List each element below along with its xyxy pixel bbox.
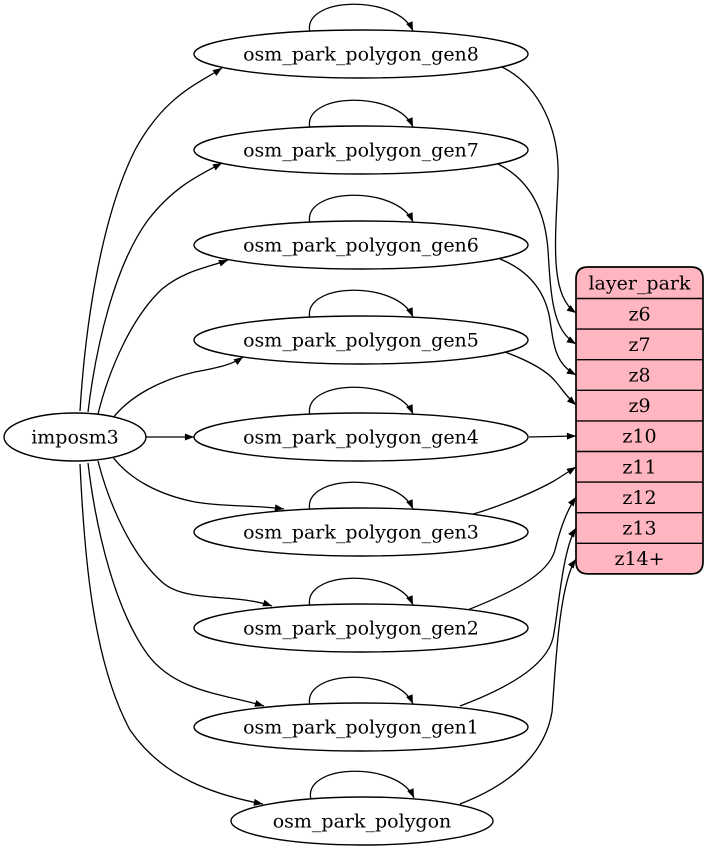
edge-imposm3-to-osm-park-polygon-gen2 [97,460,273,607]
node-osm-park-polygon-gen2: osm_park_polygon_gen2 [193,603,529,653]
edge-osm-park-polygon-gen4-to-z10 [528,432,577,440]
node-label-imposm3: imposm3 [31,427,119,449]
node-shape-osm-park-polygon-gen4 [193,412,529,462]
edge-imposm3-to-osm-park-polygon-gen7 [87,162,223,413]
edge-imposm3-to-osm-park-polygon [79,463,264,806]
self-loop-osm-park-polygon-gen3 [308,481,414,512]
edge-imposm3-to-osm-park-polygon-gen6 [97,259,229,415]
edge-osm-park-polygon-gen2-to-z12 [464,496,577,612]
node-label-osm-park-polygon-gen1: osm_park_polygon_gen1 [243,717,479,739]
node-imposm3: imposm3 [3,412,147,462]
node-label-osm-park-polygon-gen4: osm_park_polygon_gen4 [243,427,479,449]
layer-row-z12: z12 [622,487,656,509]
node-osm-park-polygon-gen3: osm_park_polygon_gen3 [193,507,529,557]
layer-row-z13: z13 [622,518,656,540]
edge-imposm3-to-osm-park-polygon-gen1 [87,462,265,707]
edge-osm-park-polygon-gen7-to-z7 [497,163,577,345]
self-loop-osm-park-polygon-gen5 [308,289,414,320]
node-shape-osm-park-polygon-gen1 [193,702,529,752]
layer-row-z11: z11 [622,456,656,478]
node-label-osm-park-polygon-gen3: osm_park_polygon_gen3 [243,522,479,544]
edge-osm-park-polygon-gen6-to-z8 [499,258,577,376]
node-osm-park-polygon-gen7: osm_park_polygon_gen7 [193,125,529,175]
self-loop-osm-park-polygon-gen2 [308,577,414,608]
node-shape-osm-park-polygon-gen5 [193,315,529,365]
layer-row-z8: z8 [628,365,650,387]
self-loop-osm-park-polygon-gen4 [308,386,414,417]
layer-row-z7: z7 [628,334,650,356]
self-loop-osm-park-polygon-gen7 [308,99,414,130]
edge-osm-park-polygon-gen3-to-z11 [469,466,577,516]
node-osm-park-polygon-gen1: osm_park_polygon_gen1 [193,702,529,752]
self-loop-osm-park-polygon [309,770,415,801]
node-osm-park-polygon: osm_park_polygon [230,796,494,846]
node-shape-osm-park-polygon-gen3 [193,507,529,557]
node-osm-park-polygon-gen5: osm_park_polygon_gen5 [193,315,529,365]
nodes-layer: imposm3 osm_park_polygon_gen8 osm_park_pol… [3,29,704,846]
node-label-osm-park-polygon-gen2: osm_park_polygon_gen2 [243,618,479,640]
edges-layer [79,3,577,806]
node-shape-osm-park-polygon-gen7 [193,125,529,175]
edge-osm-park-polygon-to-z14plus [459,558,577,805]
layer-park-title: layer_park [588,272,691,294]
edge-osm-park-polygon-gen1-to-z13 [459,527,577,707]
node-shape-osm-park-polygon [230,796,494,846]
node-label-osm-park-polygon-gen7: osm_park_polygon_gen7 [243,140,479,162]
node-layer-park: layer_park z6 z7 z8 z9 z10 z11 z12 z13 z14+ [575,266,704,575]
edge-imposm3-to-osm-park-polygon-gen8 [79,67,223,412]
self-loop-osm-park-polygon-gen6 [308,194,414,225]
node-label-osm-park-polygon-gen6: osm_park_polygon_gen6 [243,235,479,257]
layer-row-z10: z10 [622,426,656,448]
node-osm-park-polygon-gen8: osm_park_polygon_gen8 [193,29,529,79]
edge-imposm3-to-osm-park-polygon-gen5 [111,356,244,420]
layer-row-z14plus: z14+ [614,548,664,570]
node-label-osm-park-polygon-gen5: osm_park_polygon_gen5 [243,330,479,352]
self-loop-osm-park-polygon-gen1 [308,676,414,707]
node-label-osm-park-polygon: osm_park_polygon [273,811,452,833]
edge-imposm3-to-osm-park-polygon-gen3 [111,455,285,512]
self-loop-osm-park-polygon-gen8 [308,3,414,34]
node-label-osm-park-polygon-gen8: osm_park_polygon_gen8 [243,44,479,66]
node-osm-park-polygon-gen4: osm_park_polygon_gen4 [193,412,529,462]
layer-row-z6: z6 [628,303,650,325]
node-shape-osm-park-polygon-gen6 [193,220,529,270]
node-shape-osm-park-polygon-gen8 [193,29,529,79]
edge-osm-park-polygon-gen5-to-z9 [504,351,577,406]
layer-row-z9: z9 [628,395,650,417]
edge-osm-park-polygon-gen8-to-z6 [499,65,577,314]
node-shape-osm-park-polygon-gen2 [193,603,529,653]
node-shape-imposm3 [3,412,147,462]
node-osm-park-polygon-gen6: osm_park_polygon_gen6 [193,220,529,270]
